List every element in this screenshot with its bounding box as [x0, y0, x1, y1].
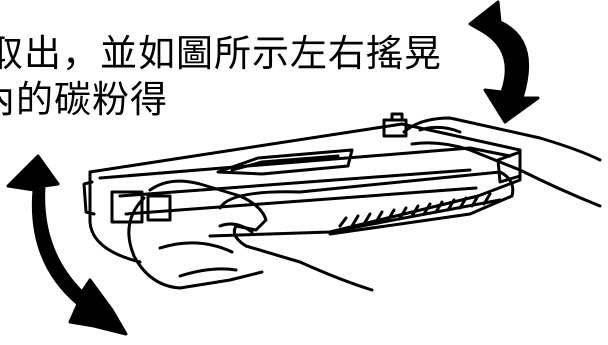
toner-cartridge	[82, 112, 522, 264]
curved-double-arrow-top-right-icon	[468, 0, 540, 124]
curved-double-arrow-left-icon	[6, 154, 128, 336]
left-hand	[127, 179, 374, 292]
figure-caption: 取出，並如圖所示左右搖晃 內的碳粉得	[0, 0, 442, 122]
right-hand	[402, 116, 602, 208]
caption-line-1: 取出，並如圖所示左右搖晃	[0, 32, 442, 75]
caption-line-2: 內的碳粉得	[0, 78, 168, 121]
